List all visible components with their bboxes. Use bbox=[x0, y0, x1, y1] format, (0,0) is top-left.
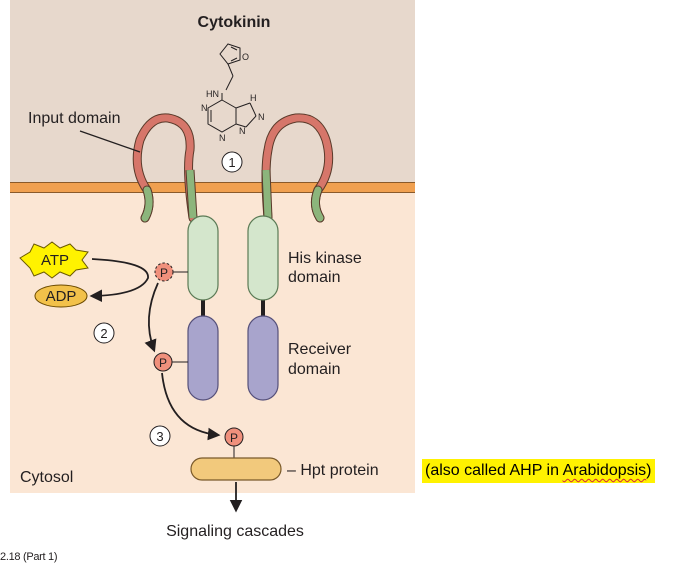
his-kinase-label-2: domain bbox=[288, 269, 340, 286]
molecule-atom-o: O bbox=[242, 52, 249, 62]
receiver-domain-left bbox=[187, 315, 219, 401]
cytosol-label: Cytosol bbox=[20, 469, 73, 486]
molecule-atom-hn: HN bbox=[206, 89, 219, 99]
annotation-arabidopsis: Arabidopsis bbox=[562, 462, 647, 479]
receiver-label-2: domain bbox=[288, 361, 340, 378]
molecule-atom-n2: N bbox=[219, 133, 226, 143]
phosphate-receiver bbox=[153, 352, 173, 372]
phosphate-hpt-label: P bbox=[230, 431, 238, 445]
annotation-prefix: (also called AHP in bbox=[425, 462, 563, 479]
plasma-membrane bbox=[10, 182, 415, 193]
molecule-atom-n1: N bbox=[201, 103, 208, 113]
step-3-label: 3 bbox=[156, 429, 163, 444]
atp-label: ATP bbox=[41, 252, 69, 269]
receiver-label-1: Receiver bbox=[288, 341, 352, 358]
phosphate-receiver-label: P bbox=[159, 356, 167, 370]
his-kinase-domain-right bbox=[247, 215, 279, 301]
step-3-marker bbox=[149, 425, 171, 447]
step-1-marker bbox=[221, 151, 243, 173]
hpt-protein-label: – Hpt protein bbox=[287, 462, 379, 479]
step-2-marker bbox=[93, 322, 115, 344]
receptor-right bbox=[261, 113, 334, 223]
atp-molecule: ATP bbox=[19, 241, 89, 279]
annotation-suffix: ) bbox=[646, 462, 652, 479]
phosphate-kinase-label: P bbox=[160, 266, 168, 280]
phosphate-kinase bbox=[154, 262, 174, 282]
adp-molecule: ADP bbox=[34, 284, 88, 308]
molecule-atom-n4: N bbox=[258, 112, 265, 122]
adp-label: ADP bbox=[46, 288, 77, 305]
molecule-atom-nh: H bbox=[250, 93, 257, 103]
his-kinase-domain-left bbox=[187, 215, 219, 301]
figure-caption: 2.18 (Part 1) bbox=[0, 551, 58, 563]
receptor-left bbox=[132, 113, 198, 223]
extracellular-space bbox=[10, 0, 415, 182]
his-kinase-label-1: His kinase bbox=[288, 250, 362, 267]
step-2-label: 2 bbox=[100, 326, 107, 341]
signaling-cascades-label: Signaling cascades bbox=[166, 523, 304, 540]
molecule-atom-n3: N bbox=[239, 126, 246, 136]
input-domain-label: Input domain bbox=[28, 110, 121, 127]
cytokinin-molecule bbox=[207, 43, 257, 133]
ahp-annotation: (also called AHP in Arabidopsis) bbox=[422, 459, 655, 483]
receiver-domain-right bbox=[247, 315, 279, 401]
hpt-protein bbox=[190, 457, 282, 481]
phosphate-hpt bbox=[224, 427, 244, 447]
cytokinin-label: Cytokinin bbox=[198, 14, 271, 31]
step-1-label: 1 bbox=[228, 155, 235, 170]
